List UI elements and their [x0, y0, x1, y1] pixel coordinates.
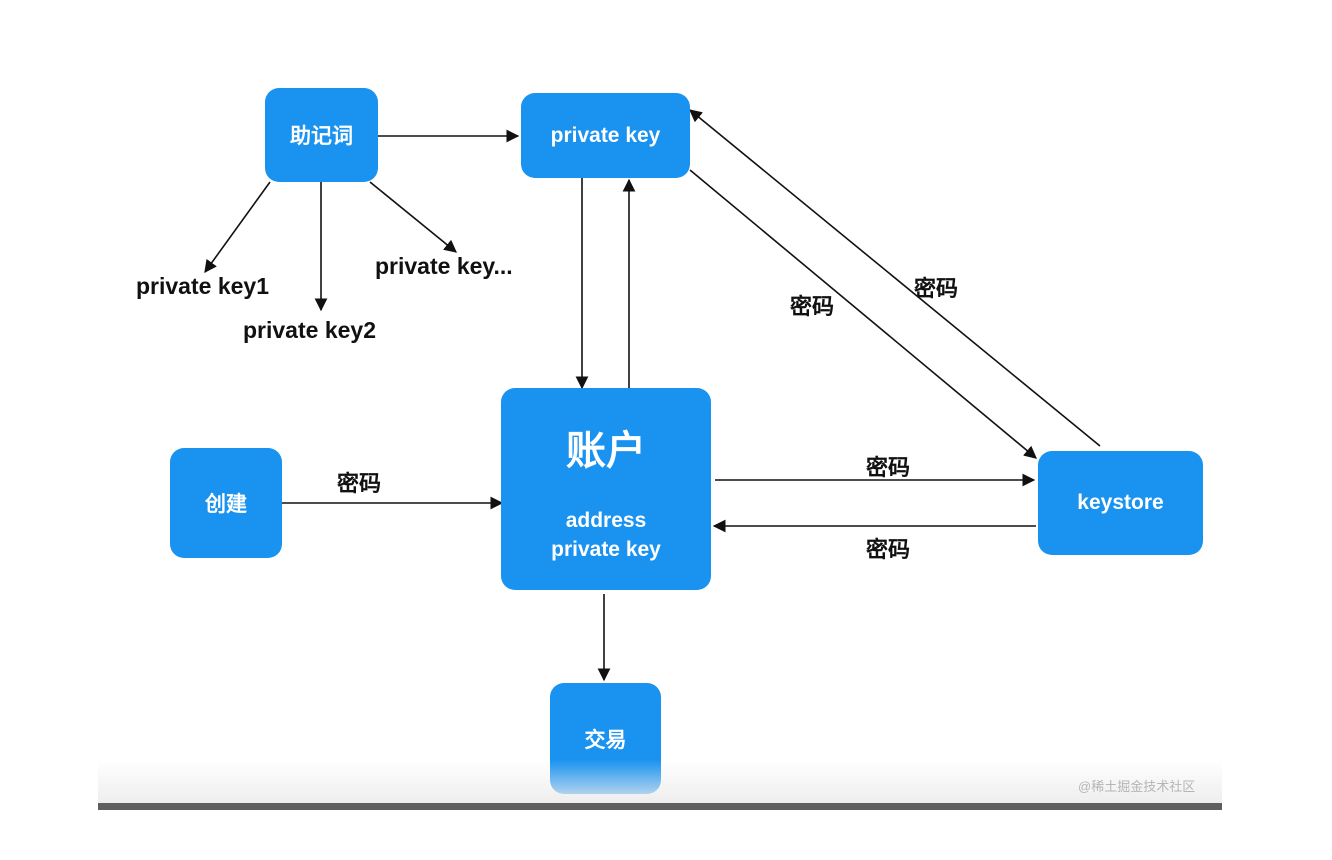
node-account-address: address [565, 509, 647, 532]
node-create-label: 创建 [205, 493, 247, 516]
edge-private-key-to-keystore [689, 169, 1037, 459]
edge-label-keystore-to-private-key: 密码 [914, 276, 959, 301]
edge-mnemonic-to-key1 [204, 181, 271, 274]
node-mnemonic: 助记词 [265, 88, 378, 182]
edge-label-private-key-to-keystore: 密码 [790, 294, 835, 319]
node-mnemonic-label: 助记词 [290, 125, 353, 148]
edge-label-create-to-account: 密码 [337, 471, 382, 496]
node-private-key: private key [521, 93, 690, 178]
node-keystore: keystore [1038, 451, 1203, 555]
node-create: 创建 [170, 448, 282, 558]
node-account-private-key: private key [551, 538, 661, 561]
node-account-title: 账户 [566, 429, 646, 473]
edge-label-account-to-keystore: 密码 [866, 455, 911, 480]
edge-mnemonic-to-key-more [369, 181, 457, 253]
node-transaction-label: 交易 [584, 728, 627, 752]
watermark: @稀土掘金技术社区 [1078, 779, 1196, 794]
edge-label-keystore-to-account: 密码 [866, 537, 911, 562]
node-keystore-label: keystore [1077, 491, 1164, 514]
bottom-bar [98, 803, 1222, 810]
derived-key-more: private key... [375, 253, 513, 279]
edge-keystore-to-private-key [689, 109, 1101, 447]
bottom-fade [98, 760, 1222, 803]
node-account: 账户 address private key [501, 388, 711, 590]
derived-key-2: private key2 [243, 317, 376, 343]
derived-key-1: private key1 [136, 273, 269, 299]
node-private-key-label: private key [550, 123, 661, 147]
